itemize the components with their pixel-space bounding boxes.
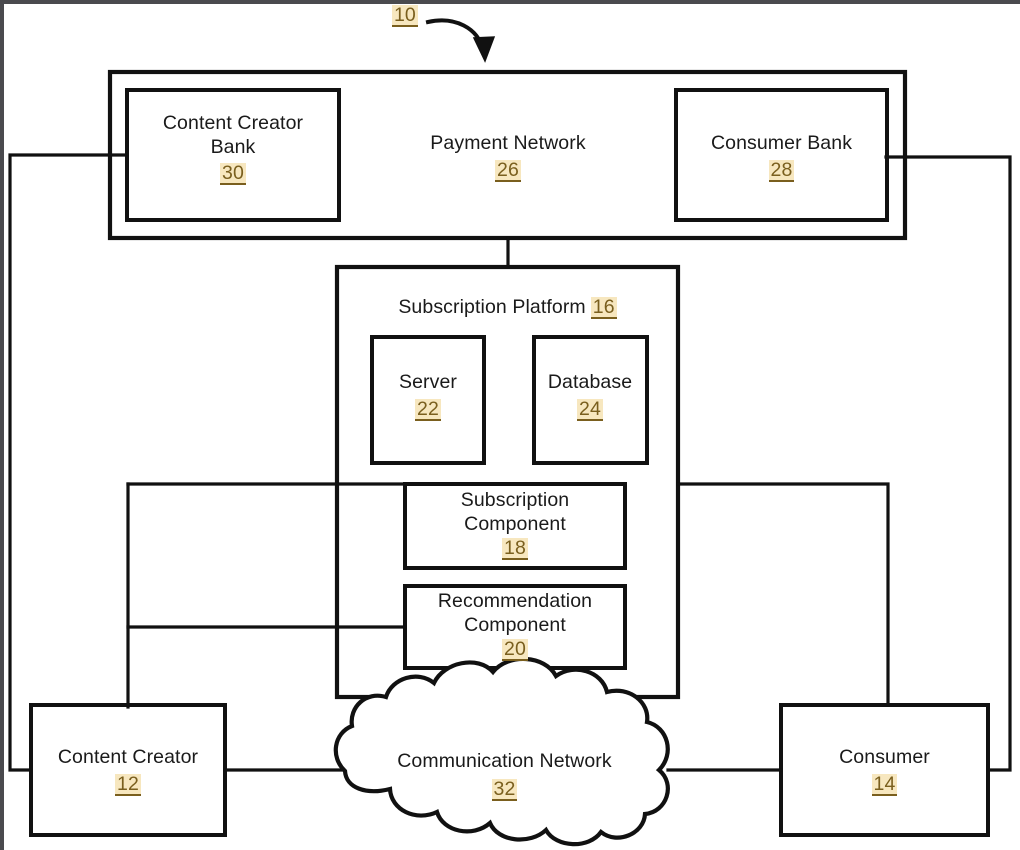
figure-callout-ref-value: 10 xyxy=(392,4,418,28)
scan-edge-top xyxy=(0,0,1020,4)
scan-edge-left xyxy=(0,0,4,850)
consumer-bank-title: Consumer Bank xyxy=(710,132,853,154)
payment-network-title: Payment Network xyxy=(430,132,586,154)
figure-callout-arrowhead xyxy=(472,36,496,63)
consumer-ref: 14 xyxy=(871,772,898,797)
database-ref: 24 xyxy=(577,397,603,422)
content-creator-bank-label: Content Creator Bank 30 xyxy=(127,112,339,186)
database-label: Database 24 xyxy=(528,371,652,422)
communication-network-label: Communication Network 32 xyxy=(367,750,642,802)
subscription-platform-ref: 16 xyxy=(590,296,617,320)
subscription-component-box xyxy=(403,482,627,570)
subscription-component-label: Subscription Component 18 xyxy=(405,489,625,561)
server-label: Server 22 xyxy=(372,371,484,422)
content-creator-bank-ref: 30 xyxy=(220,161,246,186)
recommendation-component-ref: 20 xyxy=(502,637,528,662)
consumer-bank-ref: 28 xyxy=(768,158,795,183)
server-ref: 22 xyxy=(415,397,441,422)
content-creator-ref: 12 xyxy=(115,772,141,797)
payment-network-ref: 26 xyxy=(495,158,521,183)
database-box xyxy=(532,335,649,465)
server-title: Server xyxy=(398,371,458,393)
consumer-title: Consumer xyxy=(839,746,930,768)
content-creator-bank-title-line1: Content Creator xyxy=(162,112,304,134)
content-creator-bank-title-line2: Bank xyxy=(210,135,256,158)
connector-consumer-bank-to-consumer xyxy=(884,155,1012,772)
server-box xyxy=(370,335,486,465)
figure-callout-ref: 10 xyxy=(392,4,418,28)
payment-network-label: Payment Network 26 xyxy=(359,132,657,183)
connector-platform-to-consumer xyxy=(676,482,890,707)
figure-callout-arrow-curve xyxy=(425,18,486,53)
subscription-component-title-line2: Component xyxy=(464,512,566,535)
recommendation-component-label: Recommendation Component 20 xyxy=(405,590,625,662)
database-title: Database xyxy=(547,371,633,393)
consumer-label: Consumer 14 xyxy=(781,746,988,797)
consumer-bank-label: Consumer Bank 28 xyxy=(676,132,887,183)
content-creator-bank-box xyxy=(125,88,341,222)
communication-network-ref: 32 xyxy=(491,777,518,802)
communication-network-title: Communication Network xyxy=(397,750,612,772)
consumer-bank-box xyxy=(674,88,889,222)
subscription-component-ref: 18 xyxy=(502,536,528,561)
communication-network-cloud xyxy=(333,656,670,847)
content-creator-title: Content Creator xyxy=(57,746,199,768)
subscription-component-title-line1: Subscription xyxy=(460,489,570,511)
recommendation-component-title-line2: Component xyxy=(464,613,566,636)
subscription-platform-title: Subscription Platform xyxy=(398,296,586,318)
content-creator-label: Content Creator 12 xyxy=(31,746,225,797)
connector-creator-bank-to-content-creator xyxy=(8,153,129,772)
recommendation-component-title-line1: Recommendation xyxy=(437,590,593,612)
